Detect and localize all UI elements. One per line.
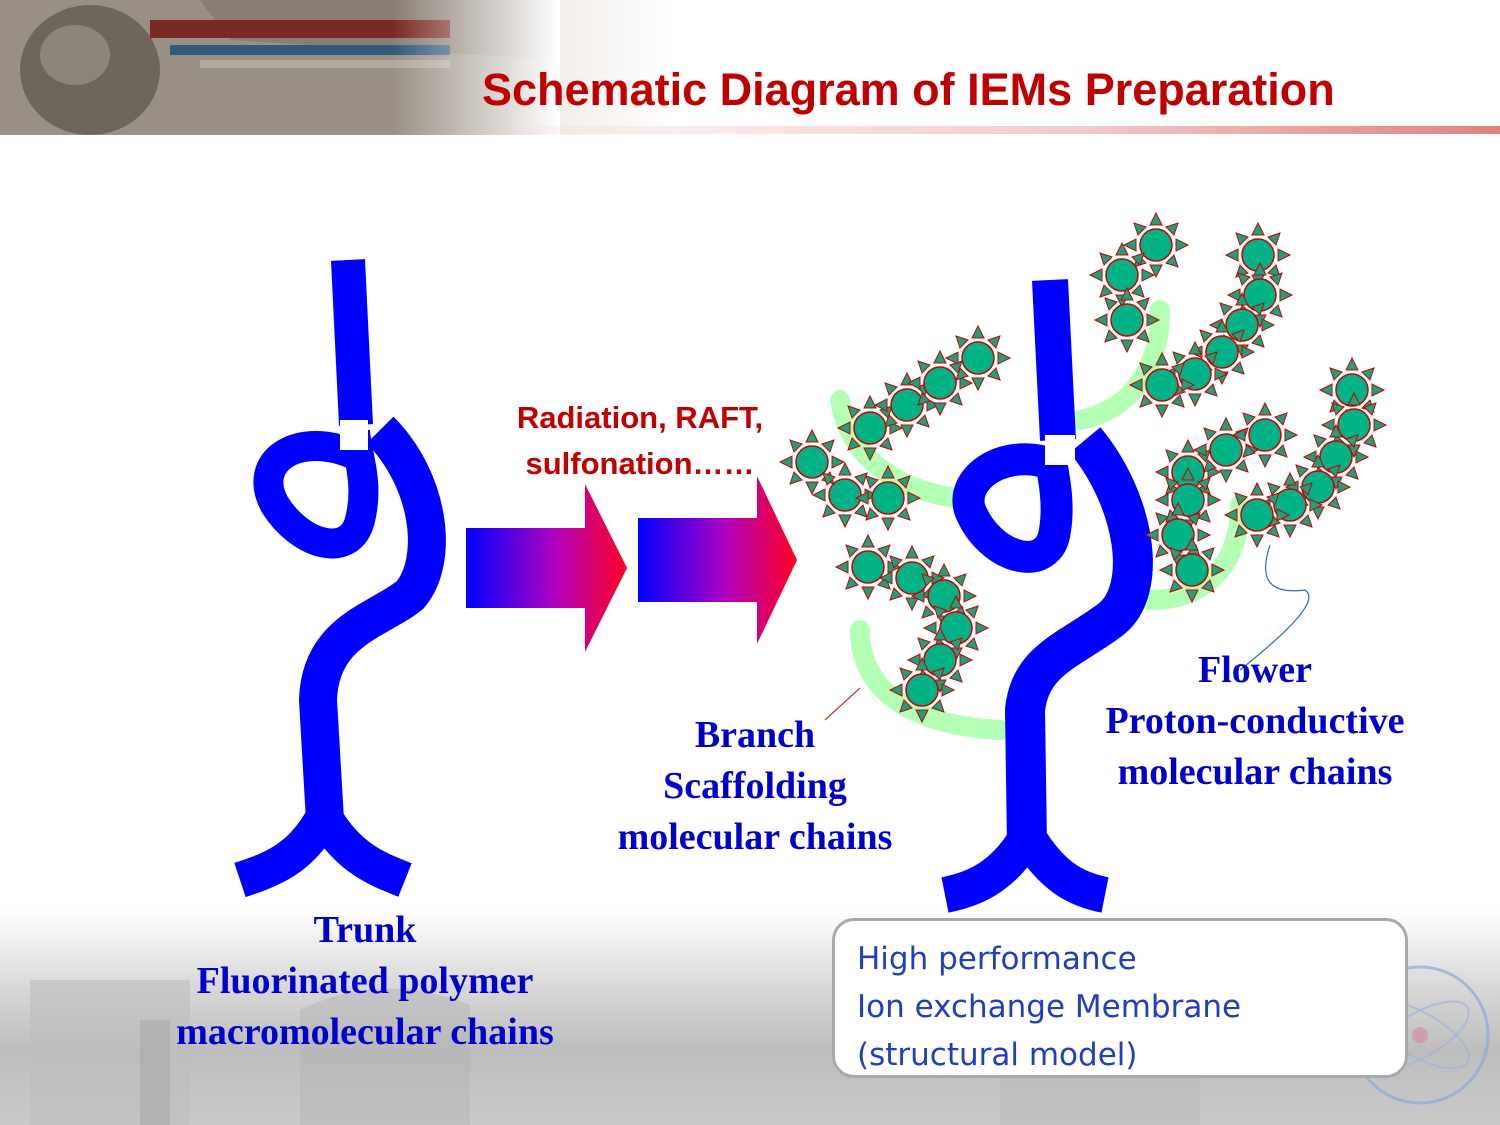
trunk-right: [941, 279, 1153, 913]
flower-label-line-3: molecular chains: [1117, 751, 1393, 793]
process-line-2: sulfonation……: [525, 446, 755, 481]
flower-label-line-2: Proton-conductive: [1105, 700, 1405, 742]
trunk-label-line-1: Trunk: [313, 909, 417, 951]
flower-pointer-line: [1239, 544, 1310, 671]
page-title: Schematic Diagram of IEMs Preparation: [482, 64, 1335, 115]
branch-label-line-3: molecular chains: [617, 816, 893, 858]
process-label: Radiation, RAFT, sulfonation……: [480, 395, 800, 487]
flower-cluster-top: [1089, 212, 1189, 353]
trunk-label-line-3: macromolecular chains: [176, 1011, 554, 1053]
trunk-label: Trunk Fluorinated polymer macromolecular…: [120, 905, 610, 1058]
trunk-left: [234, 259, 446, 898]
flower-label-line-1: Flower: [1198, 649, 1312, 691]
title-underline: [455, 126, 1500, 134]
result-line-1: High performance: [857, 941, 1137, 977]
branch-label-line-2: Scaffolding: [663, 765, 847, 807]
branch-label: Branch Scaffolding molecular chains: [575, 710, 935, 863]
branch-label-line-1: Branch: [694, 714, 816, 756]
flower-label: Flower Proton-conductive molecular chain…: [1060, 645, 1450, 798]
result-line-3: (structural model): [857, 1037, 1138, 1073]
process-arrow-1: [466, 484, 627, 652]
trunk-label-line-2: Fluorinated polymer: [196, 960, 534, 1002]
branch-pointer-line: [824, 687, 861, 721]
result-callout: High performance Ion exchange Membrane (…: [832, 918, 1408, 1078]
result-line-2: Ion exchange Membrane: [857, 989, 1242, 1025]
header-photo: [0, 0, 560, 135]
process-line-1: Radiation, RAFT,: [516, 400, 764, 435]
process-arrow-2: [638, 476, 797, 644]
